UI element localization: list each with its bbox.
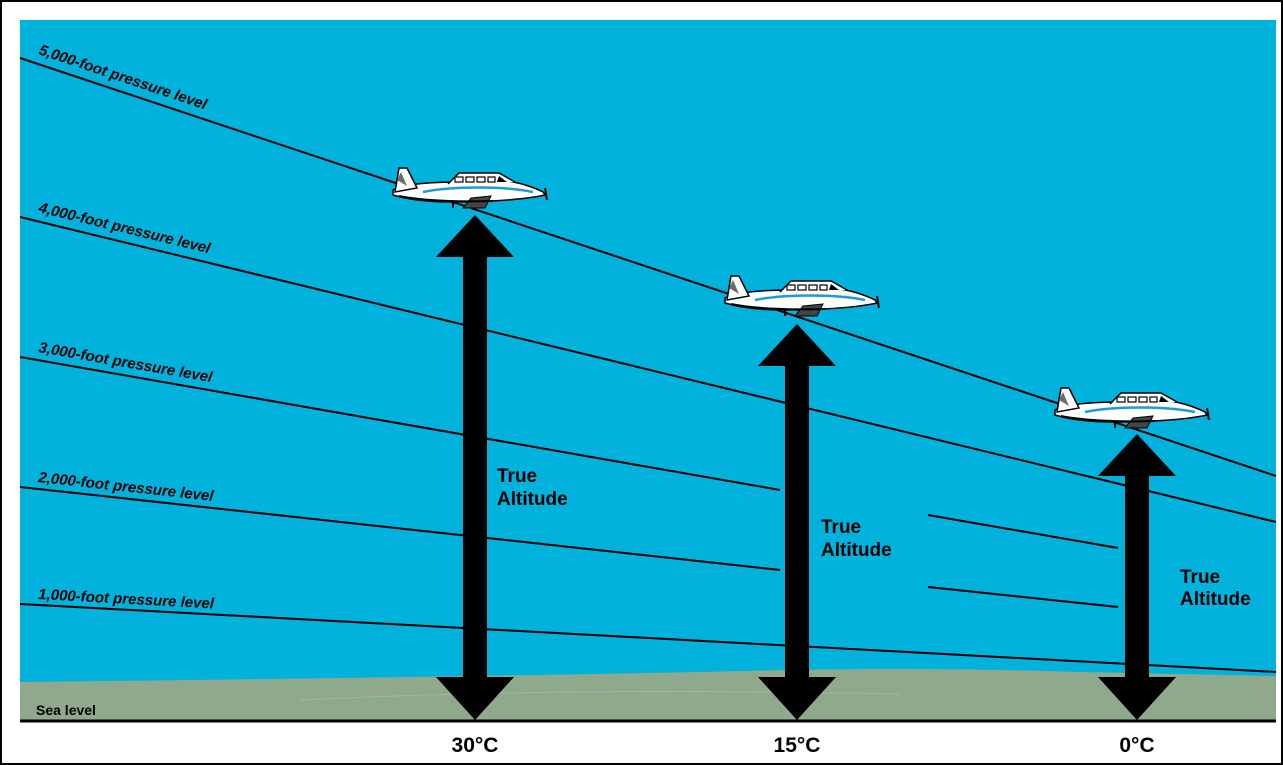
pressure-line-3000-left — [19, 356, 781, 491]
true-altitude-arrow-0c — [1098, 434, 1176, 720]
true-altitude-label-15c-line1: True — [821, 517, 861, 538]
true-altitude-arrow-15c — [758, 324, 836, 720]
true-altitude-label-30c-line1: True — [497, 466, 537, 487]
pressure-line-4000 — [19, 216, 1277, 523]
ground-terrain — [20, 669, 1276, 721]
true-altitude-arrow-30c — [436, 215, 514, 720]
true-altitude-label-0c-line1: True — [1180, 567, 1220, 588]
pressure-line-2000-left — [19, 486, 781, 571]
temperature-label-15c: 15°C — [774, 734, 821, 757]
true-altitude-label-15c-line2: Altitude — [821, 540, 892, 561]
true-altitude-label-0c-line2: Altitude — [1180, 589, 1251, 610]
sea-level-label: Sea level — [36, 702, 96, 718]
true-altitude-label-30c-line2: Altitude — [497, 489, 568, 510]
temperature-label-30c: 30°C — [452, 734, 499, 757]
pressure-line-3000-right — [927, 514, 1119, 549]
pressure-line-2000-right — [927, 586, 1119, 608]
pressure-line-1000 — [19, 603, 1277, 673]
temperature-label-0c: 0°C — [1119, 734, 1154, 757]
